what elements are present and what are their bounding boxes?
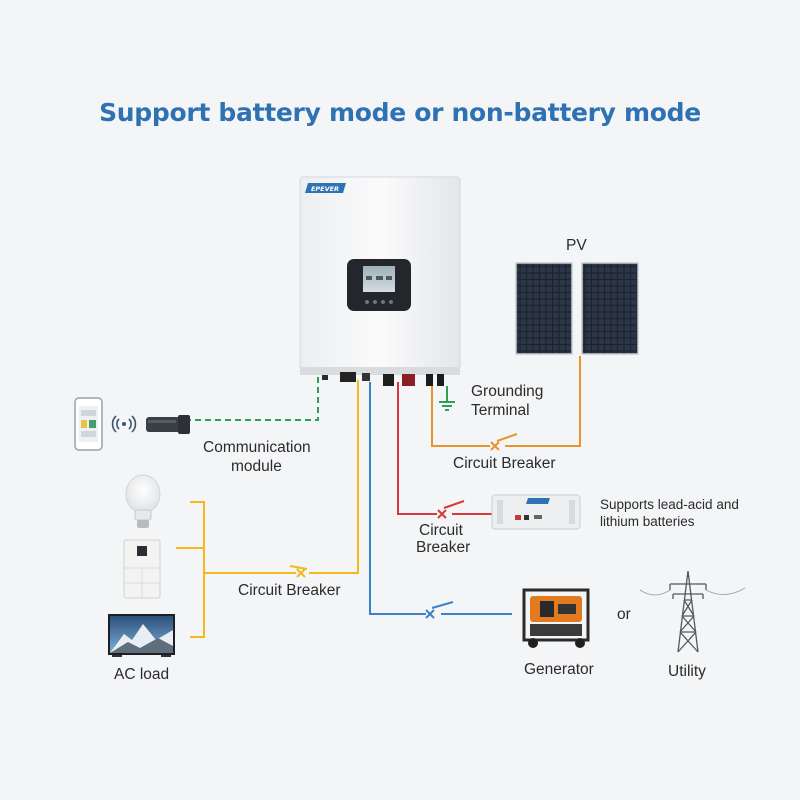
pv-label: PV <box>566 237 587 254</box>
or-label: or <box>617 606 631 623</box>
battery-note-line2: lithium batteries <box>600 514 695 529</box>
page-title: Support battery mode or non-battery mode <box>99 98 701 127</box>
television-icon <box>108 614 175 657</box>
pv-wire-out <box>505 356 581 447</box>
utility-label: Utility <box>668 663 706 680</box>
inverter-ports <box>322 372 444 386</box>
grid-wire <box>369 382 426 615</box>
breaker-battery-icon <box>437 509 447 519</box>
breaker-load-icon <box>289 565 308 578</box>
inverter-unit: EPEVER <box>299 176 461 386</box>
pv-breaker-label: Circuit Breaker <box>453 455 556 472</box>
ground-icon <box>439 401 455 411</box>
breaker-pv-icon <box>490 441 500 451</box>
pv-panels <box>515 262 639 355</box>
wifi-icon <box>111 415 137 433</box>
pv-wire <box>431 386 490 447</box>
communication-wire <box>190 377 319 421</box>
communication-label-line1: Communication <box>203 439 311 456</box>
battery-wire <box>397 382 437 515</box>
communication-module-icon <box>146 415 190 434</box>
light-bulb-icon <box>125 474 161 528</box>
ac-load-bus <box>176 501 205 638</box>
generator-label: Generator <box>524 661 594 678</box>
utility-tower-icon <box>639 570 746 653</box>
grounding-label-line2: Terminal <box>471 402 530 419</box>
load-breaker-label: Circuit Breaker <box>238 582 341 599</box>
air-purifier-icon <box>123 539 161 599</box>
ac-load-label: AC load <box>114 666 170 683</box>
battery-breaker-label-line2: Breaker <box>416 539 471 556</box>
battery-breaker-label-line1: Circuit <box>419 522 463 539</box>
breaker-grid-icon <box>425 609 435 619</box>
inverter-brand: EPEVER <box>311 185 339 193</box>
battery-note-line1: Supports lead-acid and <box>600 497 739 512</box>
grounding-label-line1: Grounding <box>471 383 544 400</box>
battery-icon <box>491 494 581 530</box>
communication-label-line2: module <box>231 458 282 475</box>
ac-load-wire <box>309 380 359 574</box>
inverter-buttons <box>365 300 393 304</box>
smartphone-icon <box>74 397 103 451</box>
generator-icon <box>522 588 590 648</box>
